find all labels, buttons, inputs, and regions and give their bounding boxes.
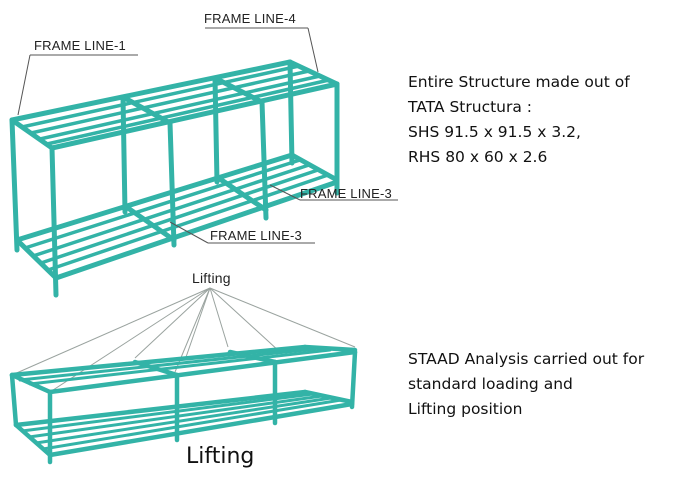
lifting-point-label: Lifting bbox=[192, 270, 231, 286]
analysis-description: STAAD Analysis carried out for standard … bbox=[408, 347, 644, 422]
frame-line-3-bottom-label: FRAME LINE-3 bbox=[210, 228, 302, 243]
frame-line-1-label: FRAME LINE-1 bbox=[34, 38, 126, 53]
desc-line: STAAD Analysis carried out for bbox=[408, 350, 645, 368]
upper-frame bbox=[9, 59, 340, 298]
frame-line-3-right-label: FRAME LINE-3 bbox=[300, 186, 392, 201]
desc-line: SHS 91.5 x 91.5 x 3.2, bbox=[408, 123, 581, 141]
desc-line: TATA Structura : bbox=[408, 98, 533, 116]
frame-line-4-label: FRAME LINE-4 bbox=[204, 11, 296, 26]
structure-material-description: Entire Structure made out of TATA Struct… bbox=[408, 70, 630, 170]
desc-line: standard loading and bbox=[408, 375, 573, 393]
desc-line: Entire Structure made out of bbox=[408, 73, 630, 91]
desc-line: RHS 80 x 60 x 2.6 bbox=[408, 148, 548, 166]
lifting-caption: Lifting bbox=[186, 444, 255, 469]
callout-leaders bbox=[17, 27, 398, 244]
desc-line: Lifting position bbox=[408, 400, 523, 418]
lifting-frame bbox=[9, 344, 358, 465]
